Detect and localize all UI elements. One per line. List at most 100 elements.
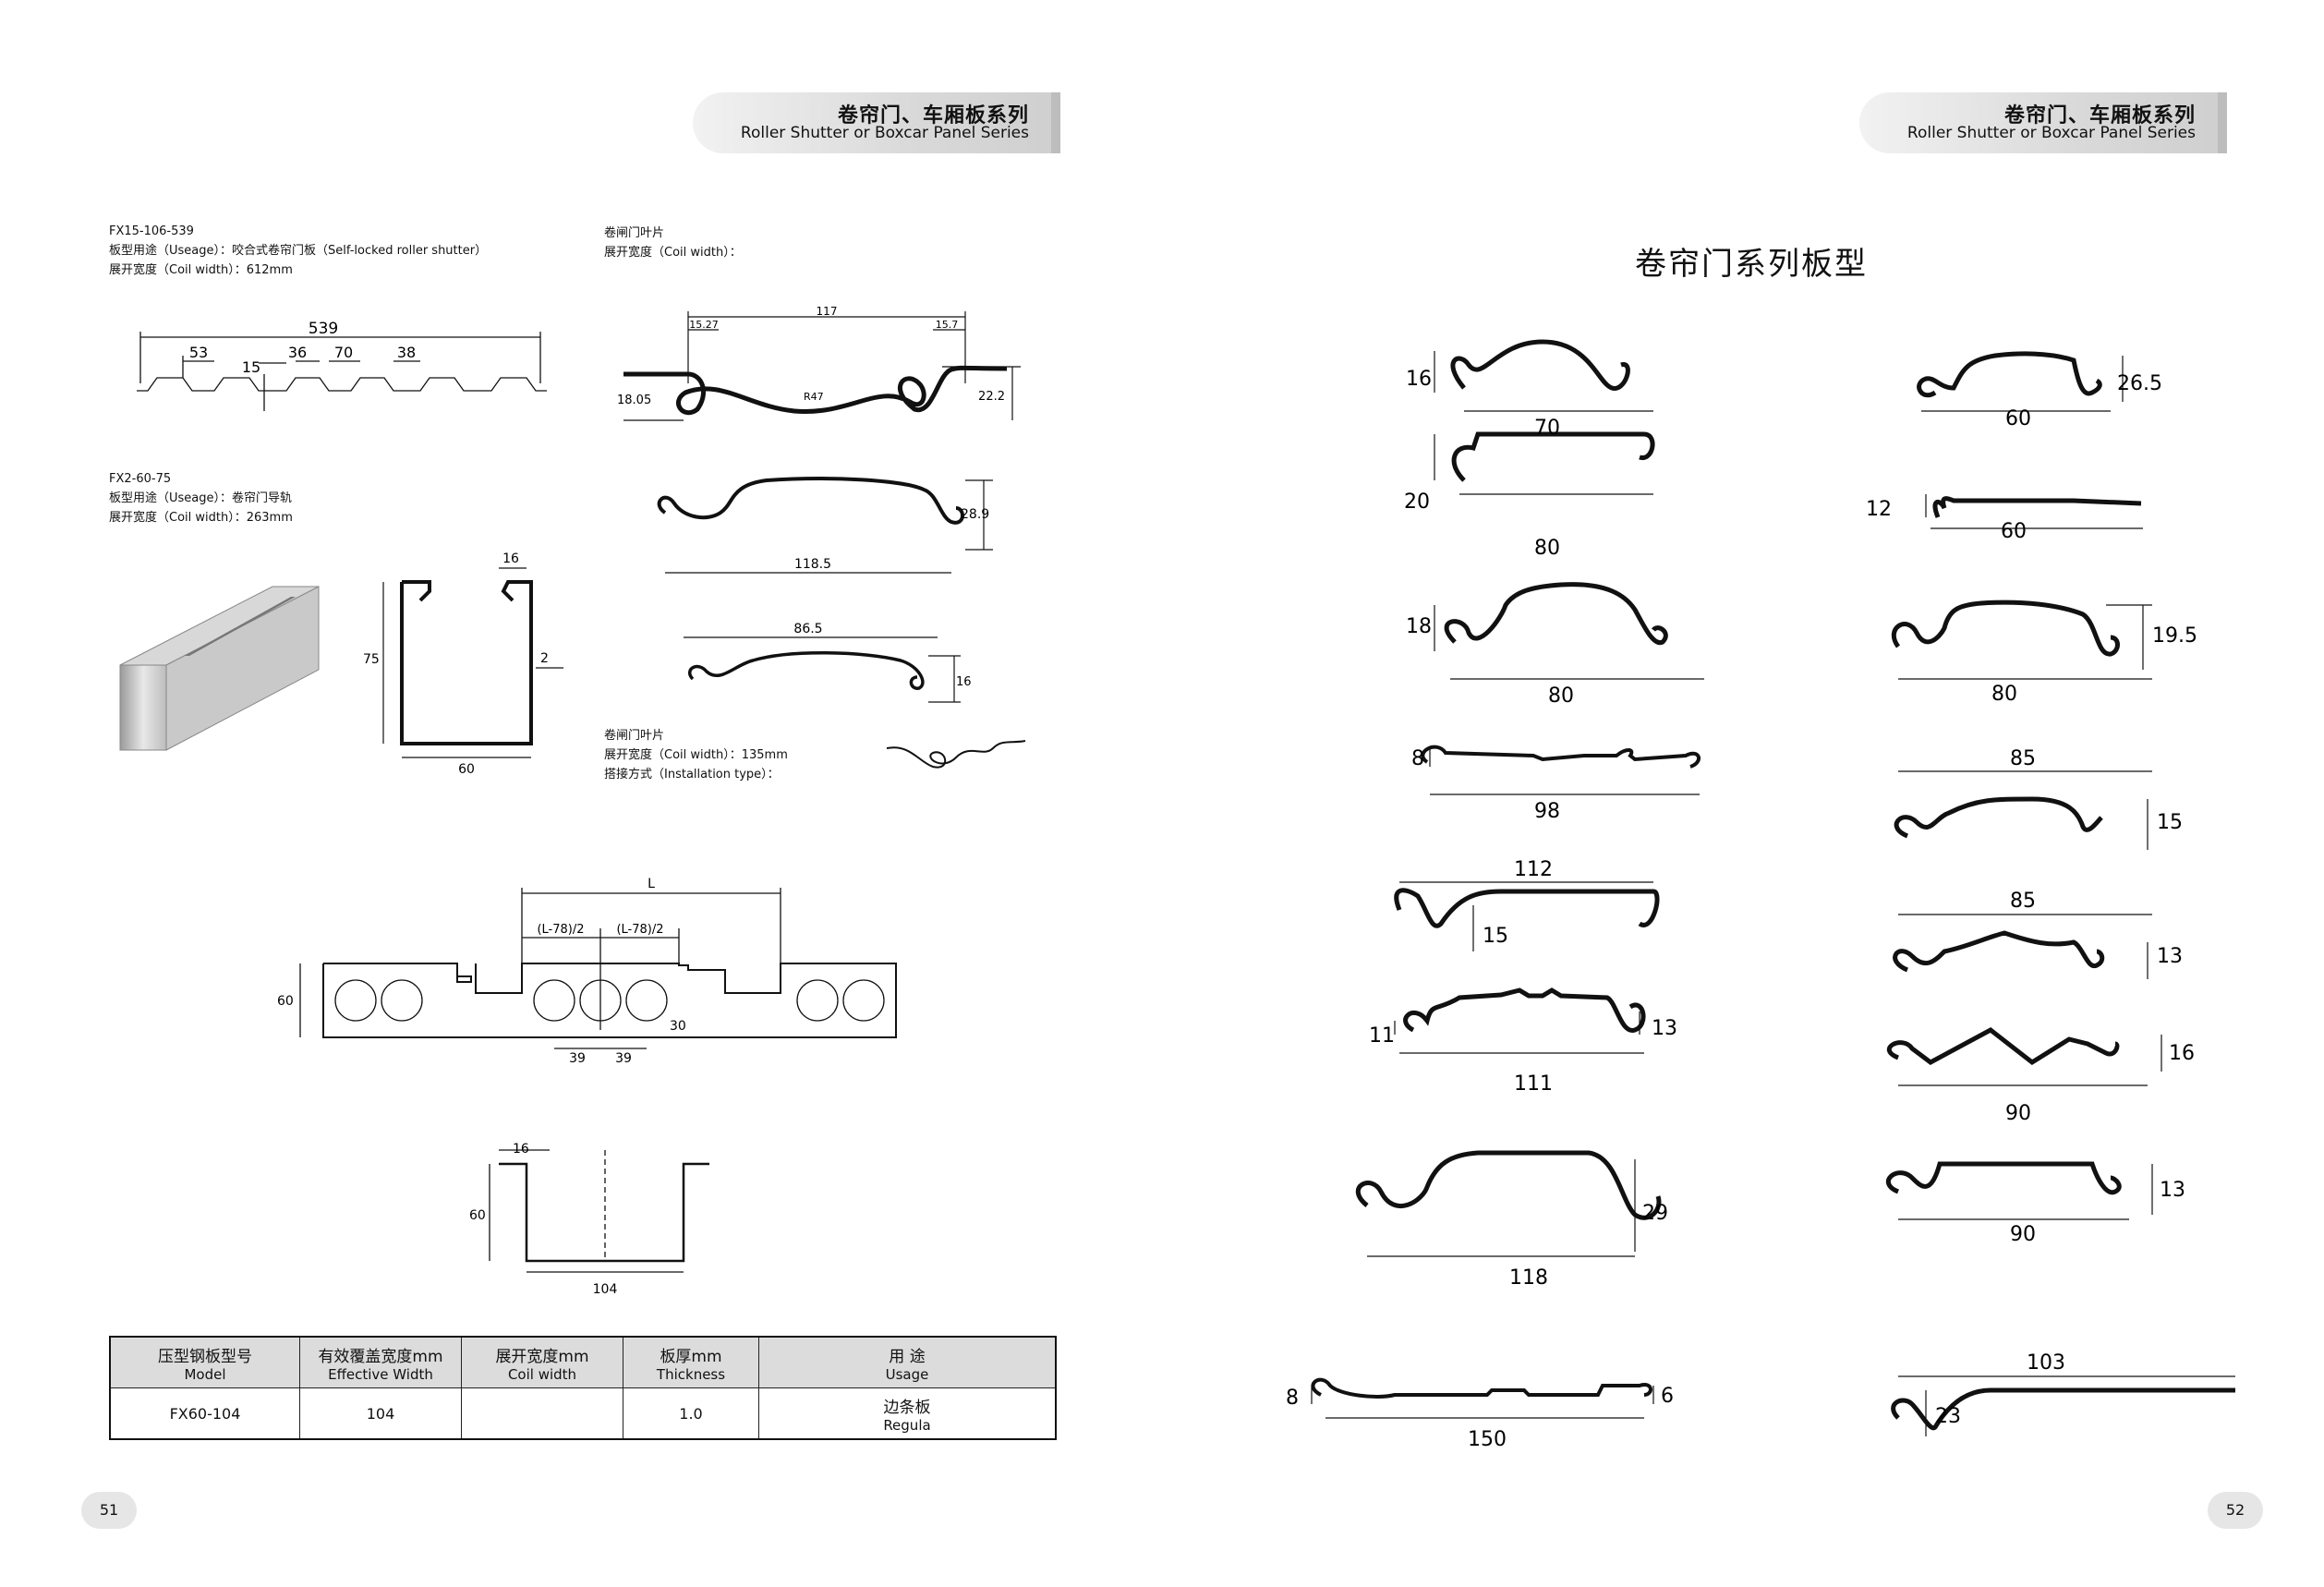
leaf1-spec: 卷闸门叶片 展开宽度（Coil width）： (604, 224, 881, 262)
fx15-model: FX15-106-539 (109, 224, 194, 238)
rp-r6-h: 16 (2169, 1042, 2195, 1065)
rp-l6-w: 111 (1514, 1072, 1553, 1096)
fx15-usage: 板型用途（Useage）：咬合式卷帘门板（Self-locked roller … (109, 244, 488, 258)
rp-r3-w: 80 (1991, 683, 2017, 706)
header-divider (2218, 92, 2227, 153)
rp-l8-w: 150 (1468, 1428, 1507, 1451)
rail-3d-illustration (119, 586, 320, 751)
dim-28-9: 28.9 (961, 507, 989, 522)
fx15-spec: FX15-106-539 板型用途（Useage）：咬合式卷帘门板（Self-l… (109, 222, 589, 280)
dim-39b: 39 (615, 1051, 632, 1066)
dim-60-plan: 60 (277, 994, 294, 1009)
leaf1-title: 卷闸门叶片 (604, 226, 665, 240)
rp-l4-h: 8 (1411, 747, 1424, 770)
regula-plan-drawing: L (L-78)/2 (L-78)/2 60 30 39 39 (277, 877, 897, 1066)
dim-117: 117 (817, 305, 838, 318)
rp-l6-h: 11 (1369, 1024, 1395, 1048)
profile-a-drawing: 28.9 118.5 (657, 477, 993, 574)
leaf2-drawing (886, 740, 1026, 769)
dim-70: 70 (334, 344, 353, 361)
rp-r7-w: 90 (2010, 1223, 2036, 1246)
rp-r8-w: 103 (2027, 1351, 2065, 1375)
rp-l2-w: 80 (1534, 537, 1560, 560)
rp-r6-w: 90 (2005, 1102, 2031, 1125)
fx2-model: FX2-60-75 (109, 472, 172, 486)
rp-l1-w: 70 (1534, 417, 1560, 440)
rp-r8-h: 23 (1935, 1405, 1961, 1428)
dim-22-2: 22.2 (978, 390, 1005, 404)
dim-l78-b: (L-78)/2 (616, 923, 663, 937)
leaf2-coil: 展开宽度（Coil width）：135mm (604, 748, 788, 762)
rp-r3-h: 19.5 (2152, 624, 2197, 648)
fx2-usage: 板型用途（Useage）：卷帘门导轨 (109, 491, 293, 505)
left-header: 卷帘门、车厢板系列 Roller Shutter or Boxcar Panel… (693, 92, 1060, 153)
dim-16b: 16 (956, 675, 972, 689)
rp-l2-h: 20 (1404, 491, 1430, 514)
dim-r47: R47 (804, 391, 824, 403)
leaf1-drawing: 117 15.27 15.7 18.05 22.2 R47 (617, 305, 1021, 421)
rp-r2-w: 60 (2001, 520, 2027, 543)
dim-118-5: 118.5 (794, 557, 831, 572)
rp-l3-w: 80 (1548, 684, 1574, 708)
leaf1-coil: 展开宽度（Coil width）： (604, 246, 742, 260)
dim-39a: 39 (569, 1051, 586, 1066)
dim-15-27: 15.27 (689, 319, 719, 331)
dim-15: 15 (242, 358, 260, 376)
rp-l5-h: 15 (1483, 925, 1508, 948)
rp-l1-h: 16 (1406, 368, 1432, 391)
rp-l6-h2: 13 (1652, 1017, 1677, 1040)
right-header-cn: 卷帘门、车厢板系列 (2003, 104, 2196, 127)
rp-l3-h: 18 (1406, 615, 1432, 638)
dim-16: 16 (502, 551, 519, 566)
dim-30: 30 (670, 1019, 686, 1034)
dim-16-sec: 16 (513, 1142, 529, 1157)
dim-104: 104 (593, 1282, 618, 1297)
dim-15-7: 15.7 (936, 319, 959, 331)
fx2-spec: FX2-60-75 板型用途（Useage）：卷帘门导轨 展开宽度（Coil w… (109, 469, 386, 527)
cell-model: FX60-104 (109, 1387, 300, 1440)
profile-b-drawing: 86.5 16 (684, 622, 972, 703)
profiles-right-column: 26.5 60 12 60 19.5 80 85 15 85 13 16 90 … (1866, 351, 2235, 1436)
rp-r1-h: 26.5 (2117, 372, 2162, 395)
cell-width: 104 (299, 1387, 462, 1440)
rp-r4-w: 85 (2010, 747, 2036, 770)
left-header-cn: 卷帘门、车厢板系列 (837, 104, 1029, 127)
dim-36: 36 (288, 344, 307, 361)
dim-60-sec: 60 (469, 1208, 486, 1223)
dim-l78-a: (L-78)/2 (537, 923, 584, 937)
fx15-coil: 展开宽度（Coil width）：612mm (109, 263, 293, 277)
leaf2-spec: 卷闸门叶片 展开宽度（Coil width）：135mm 搭接方式（Instal… (604, 726, 881, 784)
right-header: 卷帘门、车厢板系列 Roller Shutter or Boxcar Panel… (1859, 92, 2227, 153)
rp-r4-h: 15 (2157, 811, 2183, 834)
rp-l8-h: 8 (1286, 1387, 1299, 1410)
rp-l7-h: 29 (1642, 1202, 1668, 1225)
dim-60: 60 (458, 762, 475, 777)
rp-l8-h2: 6 (1661, 1385, 1674, 1408)
fx2-channel-drawing: 16 75 2 60 (363, 551, 563, 777)
fx2-coil: 展开宽度（Coil width）：263mm (109, 511, 293, 525)
rp-l4-w: 98 (1534, 800, 1560, 823)
fx15-profile-drawing: 539 53 15 36 70 38 (137, 320, 547, 411)
dim-53: 53 (189, 344, 208, 361)
right-header-en: Roller Shutter or Boxcar Panel Series (1906, 124, 2196, 142)
rp-r7-h: 13 (2160, 1179, 2185, 1202)
right-page-title: 卷帘门系列板型 (1635, 246, 1868, 283)
rp-l7-w: 118 (1509, 1266, 1548, 1290)
header-divider (1051, 92, 1060, 153)
rp-r5-h: 13 (2157, 945, 2183, 968)
dim-86-5: 86.5 (793, 622, 822, 636)
rp-r1-w: 60 (2005, 407, 2031, 430)
dim-38: 38 (397, 344, 416, 361)
rp-r5-w: 85 (2010, 890, 2036, 913)
page-number-right: 52 (2208, 1492, 2263, 1529)
dim-L: L (648, 877, 655, 891)
regula-section-drawing: 16 60 104 (469, 1142, 709, 1297)
cell-coil (461, 1387, 623, 1440)
dim-2: 2 (540, 651, 549, 666)
